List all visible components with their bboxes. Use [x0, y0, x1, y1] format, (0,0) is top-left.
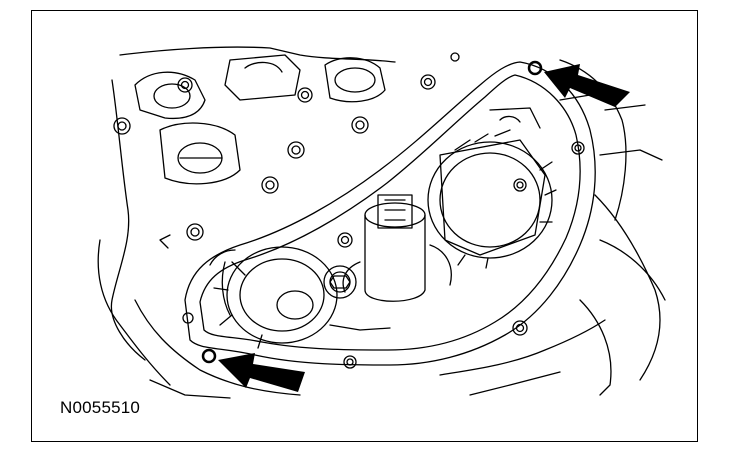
- camshaft-sprocket-right: [427, 129, 557, 269]
- front-cover-gasket: [184, 61, 596, 366]
- callout-upper-right: [527, 60, 630, 107]
- camshaft-sprocket-left: [213, 246, 338, 349]
- vct-solenoid: [342, 194, 452, 302]
- cover-bolts: [113, 52, 585, 369]
- callout-lower-left: [201, 348, 305, 392]
- pointer-arrow-upper: [544, 64, 630, 107]
- dowel-marker-lower: [201, 348, 217, 364]
- camshaft-caps: [134, 54, 386, 185]
- pointer-arrow-lower: [218, 353, 305, 392]
- dowel-marker-upper: [527, 60, 543, 76]
- cover-details: [159, 94, 591, 331]
- engine-block-outline: [97, 46, 666, 399]
- figure-id-label: N0055510: [60, 398, 141, 417]
- sprocket-center-bolt: [323, 265, 357, 299]
